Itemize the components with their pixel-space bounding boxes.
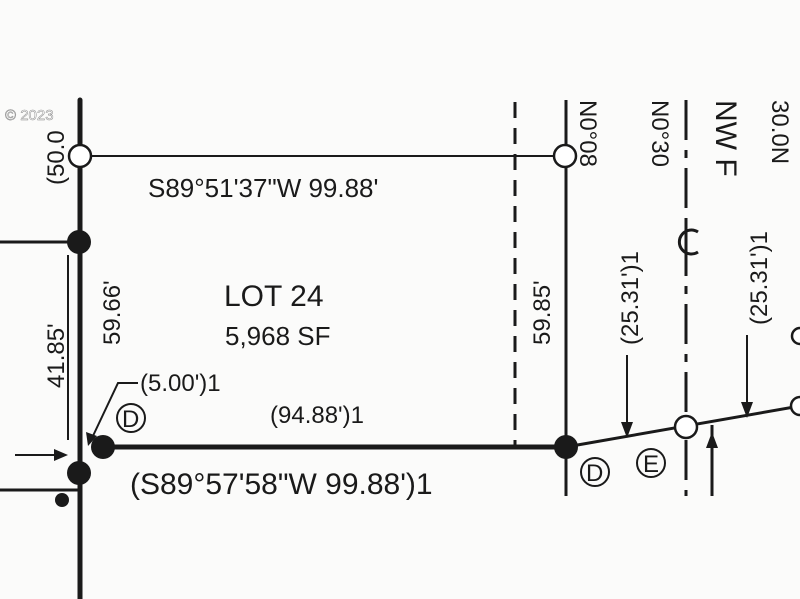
dim-arrowhead-left <box>54 449 68 461</box>
east-dashed-dim: 59.85' <box>529 280 556 345</box>
monument-open-nw <box>67 143 93 169</box>
d-symbol-right-circle <box>580 457 610 487</box>
lot-label: LOT 24 <box>224 280 324 313</box>
west-lower-dim: 41.85' <box>43 323 70 388</box>
monument-open-east-upper <box>790 326 800 346</box>
row-left-dim: (25.31')1 <box>617 251 644 345</box>
row-right-dim: (25.31')1 <box>746 231 773 325</box>
monument-solid-sw <box>91 435 115 459</box>
row-arrowhead-left <box>621 422 633 438</box>
row-arrowhead-right <box>741 402 753 418</box>
top-left-partial-dim: (50.0 <box>43 130 70 185</box>
street-name: NW F <box>709 100 742 177</box>
vertical-bearing-c: 30.0N <box>766 100 793 164</box>
e-symbol: E <box>643 451 659 478</box>
offset-arrowhead <box>86 432 97 446</box>
west-frontage-dim: 59.66' <box>99 280 126 345</box>
offset-leader <box>91 382 138 439</box>
lot-area: 5,968 SF <box>225 321 331 351</box>
vertical-bearing-a: N0°08 <box>574 100 601 167</box>
d-symbol-right: D <box>586 460 603 487</box>
monument-open-centerline <box>673 414 699 440</box>
vertical-bearing-b: N0°30 <box>646 100 673 167</box>
monument-open-ne <box>552 143 578 169</box>
e-symbol-circle <box>636 448 666 478</box>
monument-solid-se <box>554 435 578 459</box>
monument-solid-partial <box>55 493 69 507</box>
south-partial-dim: (94.88')1 <box>270 402 364 429</box>
monument-open-east <box>789 395 800 417</box>
monument-solid-west-upper <box>67 230 91 254</box>
offset-dim: (5.00')1 <box>140 370 221 397</box>
centerline-symbol <box>677 226 699 258</box>
d-symbol-left-circle <box>116 403 146 433</box>
north-bearing: S89°51'37"W 99.88' <box>148 173 378 203</box>
south-bearing-record: (S89°57'58"W 99.88')1 <box>130 468 433 501</box>
d-symbol-left: D <box>122 406 139 433</box>
watermark: © 2023 <box>5 107 54 124</box>
monument-solid-west-lower <box>67 461 91 485</box>
row-arrowhead-up <box>706 432 718 448</box>
